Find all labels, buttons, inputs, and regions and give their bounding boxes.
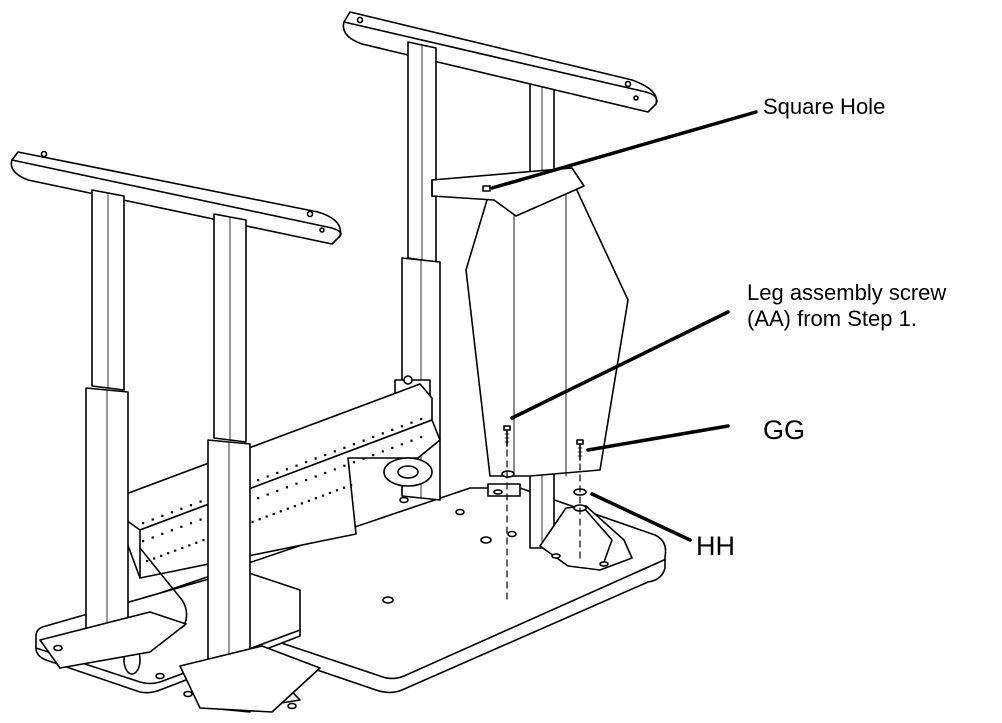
beam-perforation [391, 428, 394, 431]
leader-square-hole [490, 110, 758, 190]
beam-perforation [199, 500, 202, 503]
beam-perforation [314, 457, 317, 460]
beam-perforation [180, 507, 183, 510]
base-bolts [53, 496, 517, 710]
beam-perforation [391, 446, 394, 449]
beam-perforation [343, 464, 346, 467]
beam-perforation [266, 475, 269, 478]
beam-perforation [142, 540, 145, 543]
beam-perforation [372, 435, 375, 439]
beam-perforation [350, 484, 353, 487]
beam-perforation [161, 532, 164, 535]
beam-perforation [343, 446, 346, 449]
front-left-leg [39, 189, 187, 669]
beam-perforation [295, 482, 298, 485]
beam-perforation [285, 468, 288, 471]
beam-perforation [181, 546, 184, 550]
beam-perforation [328, 491, 332, 495]
beam-perforation [362, 439, 365, 442]
callout-leg-assembly-screw: Leg assembly screw (AA) from Step 1. [747, 280, 946, 333]
beam-perforation [314, 497, 317, 500]
beam-perforation [188, 544, 191, 547]
beam-perforation [324, 453, 327, 457]
beam-perforation [372, 453, 375, 457]
beam-perforation [335, 489, 339, 492]
install-paths [506, 449, 581, 601]
mounting-hub [383, 457, 433, 487]
beam-perforation [324, 471, 327, 475]
beam-perforation [151, 536, 154, 539]
front-right-leg [179, 213, 321, 713]
beam-perforation [195, 541, 198, 544]
callout-leg-line-2: (AA) from Step 1. [747, 306, 917, 332]
beam-perforation [295, 464, 298, 467]
beam-perforation [343, 486, 346, 489]
leader-hh [590, 492, 692, 542]
beam-perforation [266, 493, 269, 496]
beam-perforation [170, 511, 173, 514]
beam-perforation [333, 450, 336, 453]
beam-perforation [272, 512, 275, 515]
callout-leg-line-1: Leg assembly screw [747, 280, 947, 305]
beam-perforation [420, 418, 423, 421]
beam-perforation [180, 525, 183, 528]
callout-square-hole: Square Hole [763, 94, 886, 119]
beam-perforation [170, 529, 173, 532]
beam-perforation [257, 497, 260, 500]
beam-perforation [362, 457, 365, 460]
beam-perforation [265, 515, 268, 518]
beam-perforation [251, 520, 254, 523]
beam-perforation [420, 436, 423, 439]
beam-perforation [381, 432, 384, 435]
beam-perforation [276, 489, 279, 492]
beam-perforation [286, 507, 289, 510]
leader-gg [586, 424, 730, 452]
beam-perforation [400, 443, 403, 446]
screw-gg [576, 439, 584, 461]
side-cover-panel [431, 167, 629, 477]
beam-perforation [352, 443, 356, 446]
beam-perforation [300, 502, 303, 505]
beam-perforation [160, 554, 163, 557]
beam-perforation [167, 552, 170, 555]
beam-perforation [199, 518, 202, 521]
beam-perforation [202, 539, 205, 542]
beam-perforation [146, 560, 149, 563]
beam-perforation [257, 479, 260, 482]
beam-perforation [314, 475, 317, 478]
beam-perforation [321, 494, 325, 497]
leader-lines [490, 110, 758, 542]
beam-perforation [410, 439, 413, 442]
beam-perforation [293, 505, 296, 508]
beam-perforation [305, 461, 308, 464]
beam-perforation [174, 549, 177, 552]
beam-perforation [142, 522, 145, 525]
beam-perforation [189, 522, 193, 525]
callout-gg: GG [763, 415, 806, 445]
beam-perforation [279, 510, 282, 513]
front-top-arm [10, 150, 342, 245]
rear-top-arm [342, 11, 658, 113]
beam-perforation [161, 514, 164, 517]
beam-perforation [151, 518, 154, 521]
beam-perforation [352, 461, 356, 464]
beam-perforation [305, 479, 308, 482]
leader-leg-screw [510, 310, 730, 420]
beam-perforation [333, 468, 336, 471]
callout-hh: HH [696, 531, 735, 561]
beam-perforation [276, 471, 279, 474]
beam-perforation [307, 499, 310, 502]
beam-perforation [381, 450, 384, 453]
beam-perforation [258, 518, 261, 521]
square-hole-mark [482, 185, 491, 192]
screw-aa [503, 425, 511, 447]
beam-perforation [153, 557, 156, 560]
rear-left-foot-bracket [487, 470, 521, 497]
beam-perforation [410, 421, 413, 424]
beam-perforation [285, 486, 288, 489]
beam-perforation [400, 425, 403, 428]
beam-perforation [189, 504, 193, 507]
